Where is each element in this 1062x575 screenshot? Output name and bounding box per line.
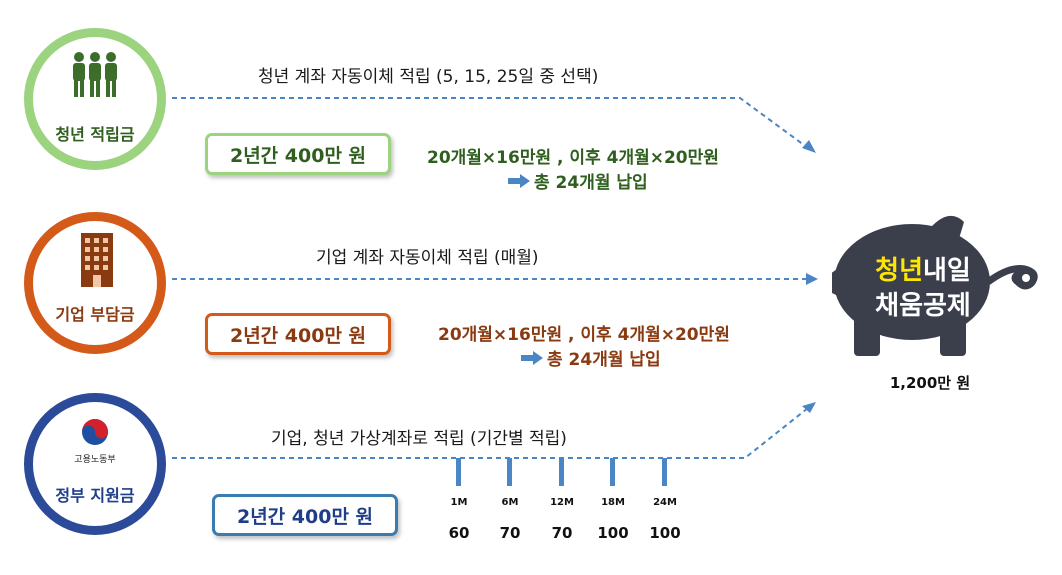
connector-government <box>172 407 809 459</box>
youth-total-months: 총 24개월 납입 <box>534 173 648 193</box>
taegeuk-logo-icon <box>82 419 108 445</box>
youth-description: 청년 계좌 자동이체 적립 (5, 15, 25일 중 선택) <box>258 67 599 87</box>
schedule-amount: 100 <box>597 524 629 542</box>
arrowhead-youth <box>802 140 816 153</box>
ministry-logo-text: 고용노동부 <box>74 455 116 465</box>
government-description: 기업, 청년 가상계좌로 적립 (기간별 적립) <box>271 429 567 449</box>
schedule-tick-1m <box>456 458 461 486</box>
right-arrow-icon <box>521 350 543 365</box>
piggy-bank-icon <box>832 215 1038 356</box>
schedule-amount: 70 <box>551 524 573 542</box>
company-total-months: 총 24개월 납입 <box>547 350 661 370</box>
schedule-month-label: 12M <box>550 497 574 508</box>
youth-calc-line2: 총 24개월 납입 <box>508 168 648 193</box>
youth-amount-box: 2년간 400만 원 <box>205 133 391 175</box>
schedule-tick-12m <box>559 458 564 486</box>
building-icon <box>81 233 113 287</box>
government-support-circle: 고용노동부 정부 지원금 <box>24 393 166 535</box>
piggy-title-highlight: 청년 <box>875 256 923 286</box>
piggy-title-line1: 청년내일 <box>848 250 998 287</box>
schedule-tick-6m <box>507 458 512 486</box>
people-icon <box>73 52 117 97</box>
arrowhead-government <box>802 402 816 413</box>
piggy-total: 1,200만 원 <box>889 374 971 392</box>
youth-calc-line1: 20개월×16만원 , 이후 4개월×20만원 <box>427 148 719 168</box>
piggy-title-line2: 채움공제 <box>875 291 971 321</box>
schedule-amount: 100 <box>649 524 681 542</box>
company-calc-line1: 20개월×16만원 , 이후 4개월×20만원 <box>438 325 730 345</box>
schedule-month-label: 24M <box>653 497 677 508</box>
schedule-tick-24m <box>662 458 667 486</box>
schedule-amount: 70 <box>499 524 521 542</box>
government-support-label: 정부 지원금 <box>55 486 135 505</box>
company-calc-line2: 총 24개월 납입 <box>521 345 661 370</box>
piggy-title-rest: 내일 <box>923 256 971 286</box>
schedule-tick-18m <box>610 458 615 486</box>
right-arrow-icon <box>508 173 530 188</box>
schedule-month-label: 18M <box>601 497 625 508</box>
government-amount-box: 2년간 400만 원 <box>212 494 398 536</box>
connector-youth <box>172 97 809 149</box>
company-contribution-circle: 기업 부담금 <box>24 212 166 354</box>
schedule-month-label: 6M <box>501 497 519 508</box>
schedule-month-label: 1M <box>450 497 468 508</box>
youth-savings-circle: 청년 적립금 <box>24 28 166 170</box>
company-description: 기업 계좌 자동이체 적립 (매월) <box>316 248 539 268</box>
company-amount-box: 2년간 400만 원 <box>205 313 391 355</box>
arrowhead-company <box>806 273 818 285</box>
schedule-amount: 60 <box>448 524 470 542</box>
company-contribution-label: 기업 부담금 <box>55 305 135 324</box>
youth-savings-label: 청년 적립금 <box>55 125 135 144</box>
